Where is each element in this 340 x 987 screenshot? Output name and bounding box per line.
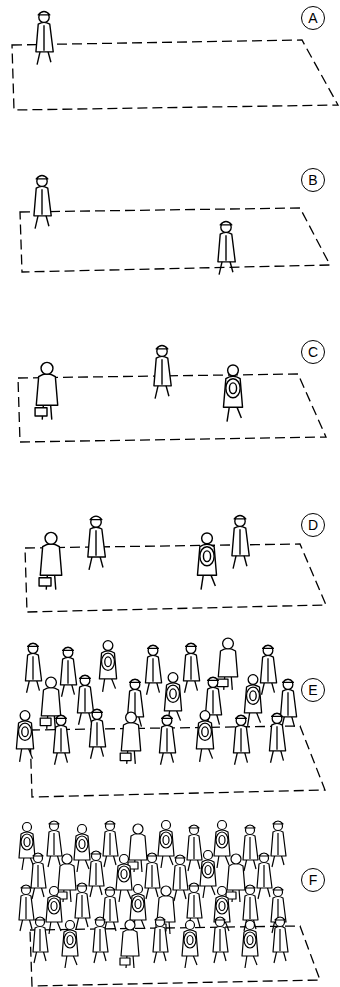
panel-letter-circle: D xyxy=(301,513,325,537)
panel-letter: A xyxy=(308,11,317,25)
floor-area xyxy=(12,40,338,986)
panel-letter: E xyxy=(308,683,317,697)
pedestrians xyxy=(16,11,296,968)
panel-letter: B xyxy=(308,173,317,187)
panel-letter: D xyxy=(308,518,318,532)
panel-letter: C xyxy=(308,345,318,359)
panel-letter-circle: F xyxy=(301,868,325,892)
panel-letter: F xyxy=(309,873,318,887)
panel-letter-circle: E xyxy=(301,678,325,702)
panel-letter-circle: A xyxy=(301,6,325,30)
panel-letter-circle: B xyxy=(301,168,325,192)
panel-letter-circle: C xyxy=(301,340,325,364)
